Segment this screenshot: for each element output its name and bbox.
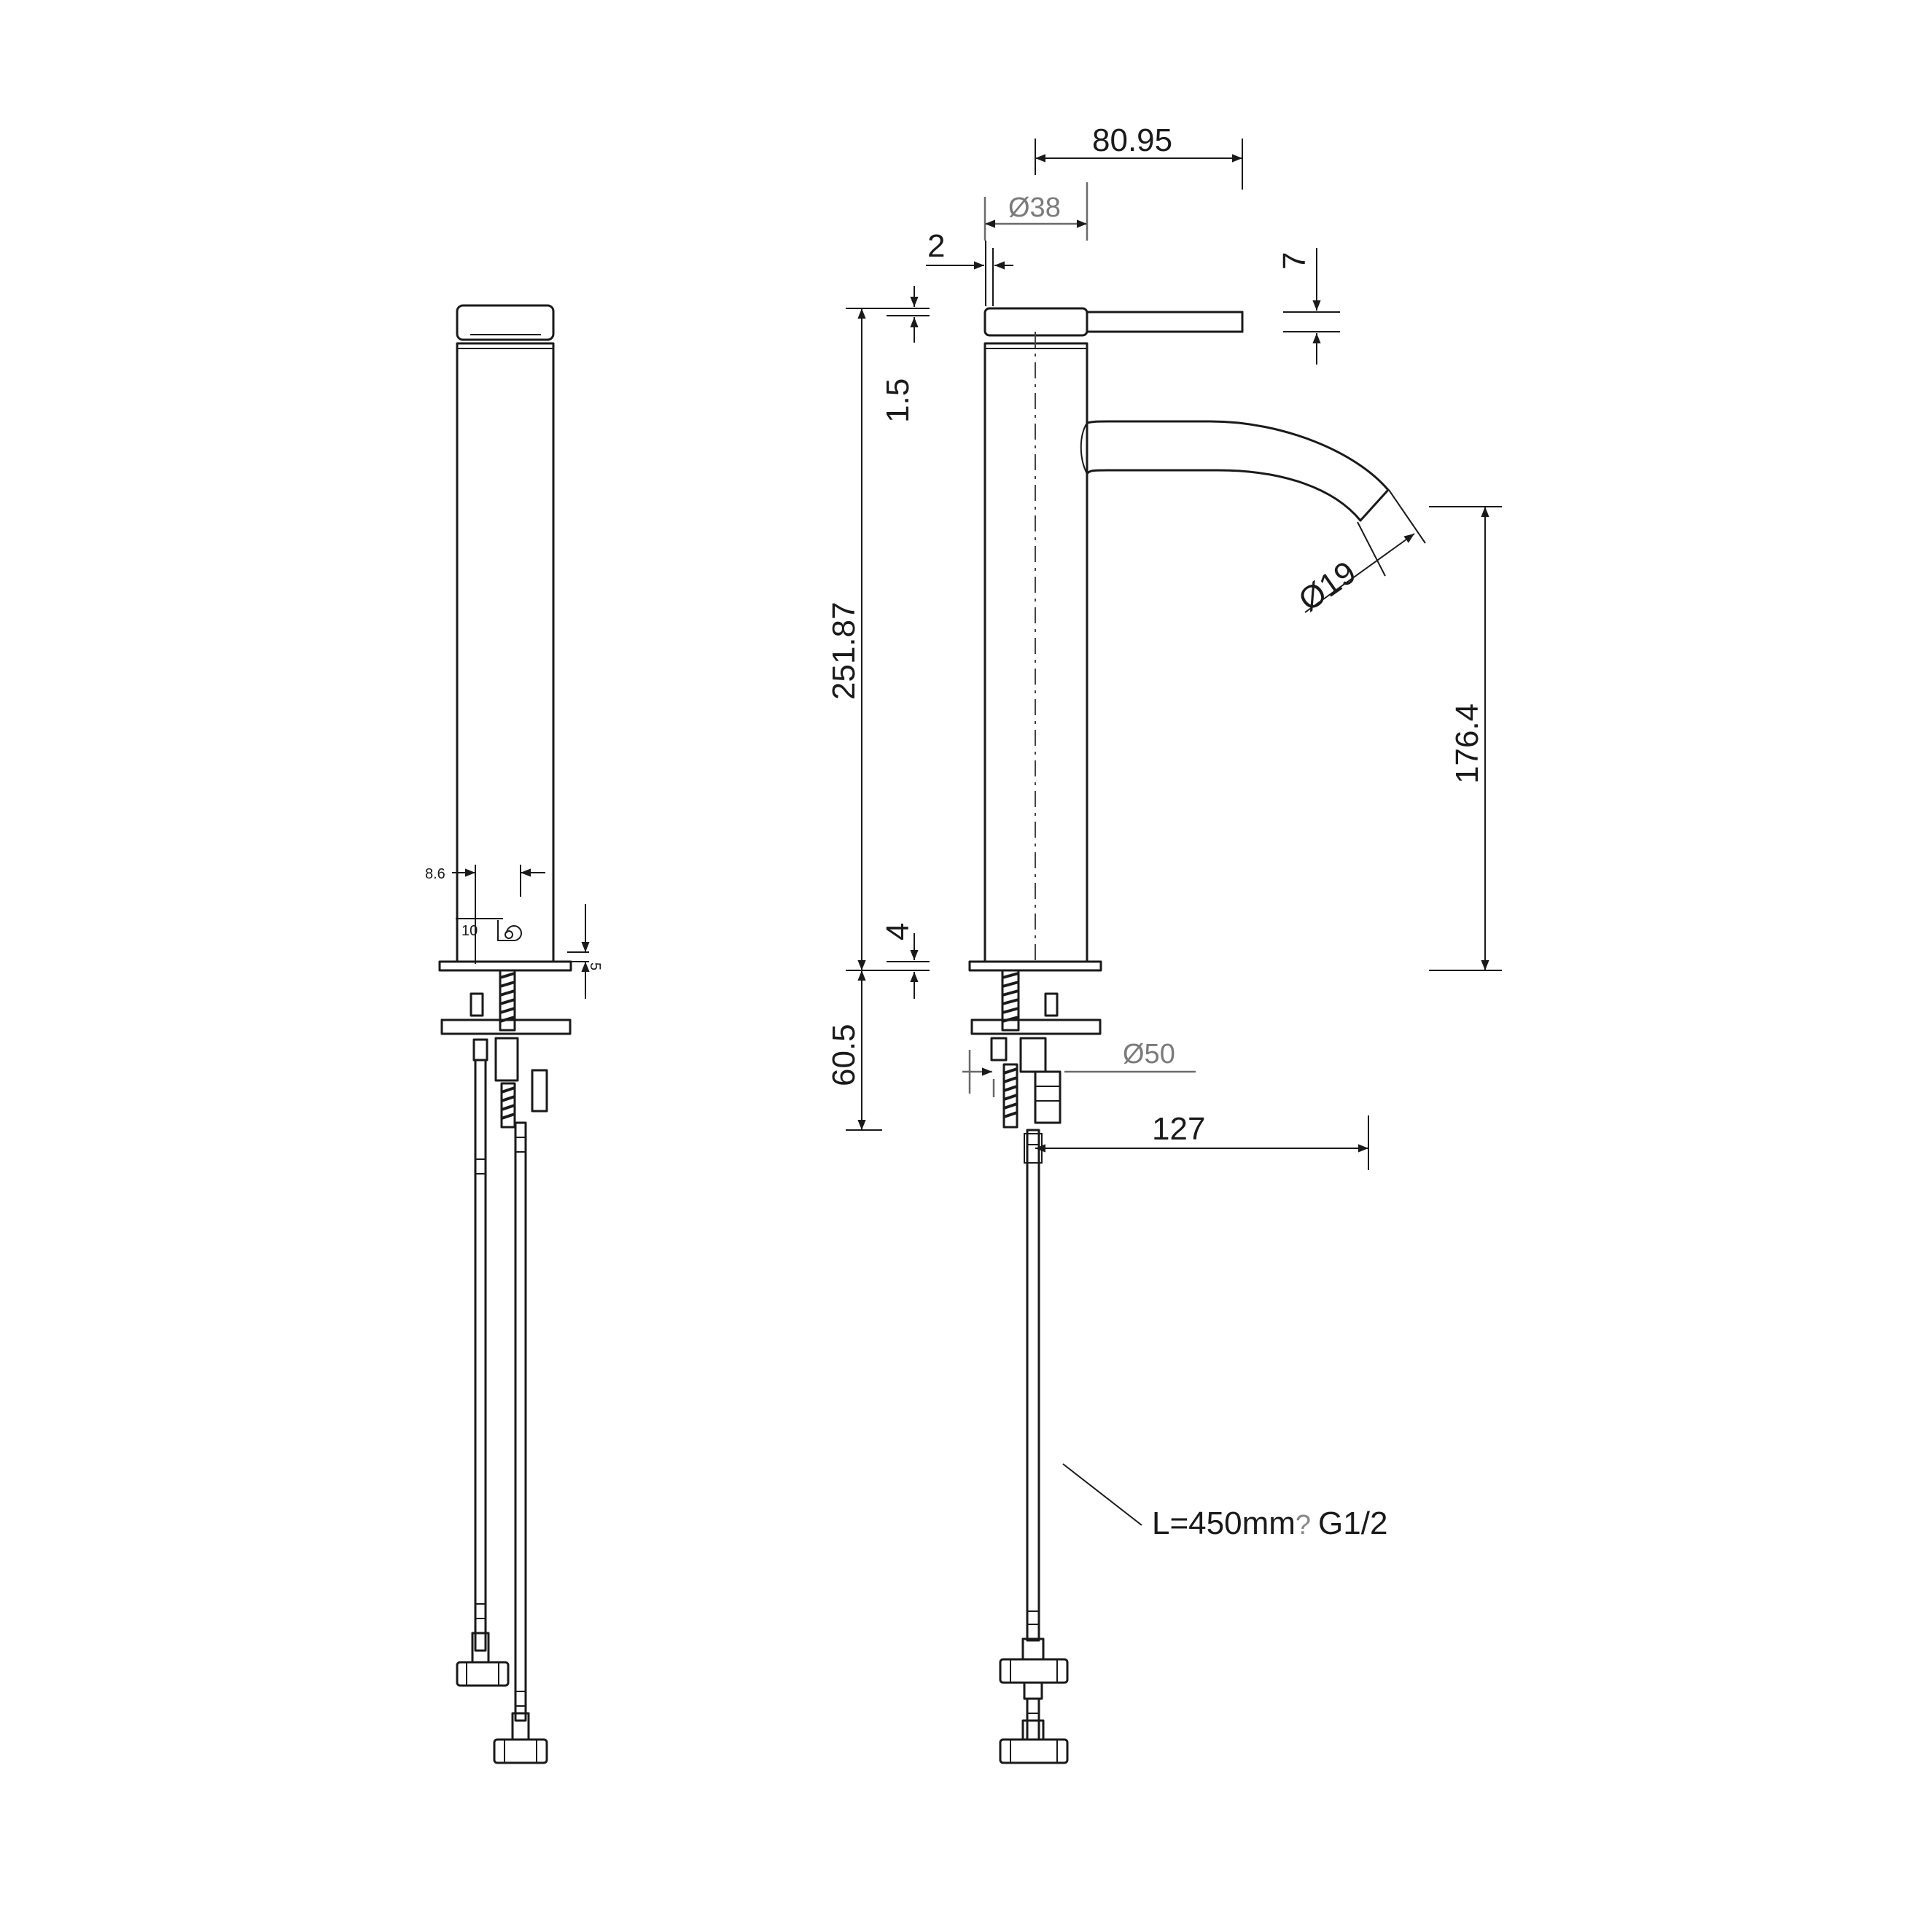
dim-washer: 5	[587, 962, 603, 970]
base-plate	[968, 960, 1102, 972]
note-hose-length: L=450mm	[1152, 1506, 1296, 1541]
dim-cap-gap: 1.5	[880, 378, 916, 423]
dim-body-diameter-group: Ø38	[983, 182, 1088, 241]
side-nut	[494, 1037, 519, 1082]
dim-handle-thickness-group: 7	[1277, 248, 1340, 365]
dim-handle-offset-group: 2	[926, 228, 1013, 306]
side-base-plate	[438, 960, 572, 972]
front-hose	[999, 1129, 1069, 1764]
dim-shank-length-group: 60.5	[826, 970, 882, 1131]
dim-shank-length: 60.5	[826, 1024, 862, 1086]
dim-hose-reach: 127	[1152, 1111, 1205, 1147]
dim-spout-reach-group: 80.95	[1035, 122, 1243, 190]
side-handle-cap	[456, 304, 555, 341]
side-hose-right	[493, 1121, 548, 1764]
front-nut	[1019, 1037, 1047, 1073]
dim-outlet-diameter: Ø19	[1293, 554, 1363, 618]
handle-cap	[983, 307, 1088, 337]
dim-outlet-height-group: 176.4	[1429, 506, 1502, 971]
dim-side-offset: 8.6	[425, 866, 445, 882]
note-leader	[1062, 1463, 1142, 1526]
side-flange-washer	[440, 1018, 572, 1035]
note-symbol: ?	[1296, 1510, 1311, 1540]
pin-symbol	[497, 920, 522, 941]
front-threaded-rod	[1001, 969, 1020, 1032]
dim-flange-diameter: Ø50	[1123, 1039, 1175, 1070]
svg-text:L=450mm?G1/2: L=450mm?G1/2	[1152, 1506, 1387, 1541]
side-small-dimensions: 8.6 10 5	[425, 865, 603, 999]
front-hose-nut-bottom	[999, 1738, 1069, 1764]
front-flange-washer	[970, 1018, 1102, 1035]
dim-total-height: 251.87	[826, 601, 862, 700]
side-view: 8.6 10 5	[425, 304, 603, 1764]
front-view: 80.95 Ø38 2 7	[826, 122, 1502, 1764]
dim-base-plate-group: 4	[880, 923, 930, 999]
dim-handle-offset: 2	[927, 228, 945, 264]
spout	[1086, 420, 1390, 522]
dim-outlet-diameter-group: Ø19	[1293, 489, 1426, 618]
side-body	[456, 342, 555, 963]
dim-flange-diameter-group: Ø50	[962, 1039, 1196, 1097]
dim-hose-reach-group: 127	[1035, 1111, 1369, 1170]
dim-pin-size: 10	[461, 923, 478, 939]
side-hose-left	[456, 1059, 510, 1687]
dim-outlet-height: 176.4	[1449, 704, 1485, 784]
side-hose-nut-left	[456, 1661, 510, 1687]
dim-cap-gap-group: 1.5	[880, 286, 930, 423]
note-hose-thread: G1/2	[1318, 1506, 1387, 1541]
dim-total-height-group: 251.87	[826, 308, 919, 971]
dim-body-diameter: Ø38	[1008, 192, 1061, 223]
dim-spout-reach: 80.95	[1092, 122, 1172, 158]
dim-handle-thickness: 7	[1277, 252, 1312, 270]
hose-note: L=450mm?G1/2	[1062, 1463, 1387, 1541]
dim-base-plate: 4	[880, 923, 916, 940]
side-threaded-rod	[499, 969, 516, 1032]
side-hose-nut-right	[493, 1738, 548, 1764]
